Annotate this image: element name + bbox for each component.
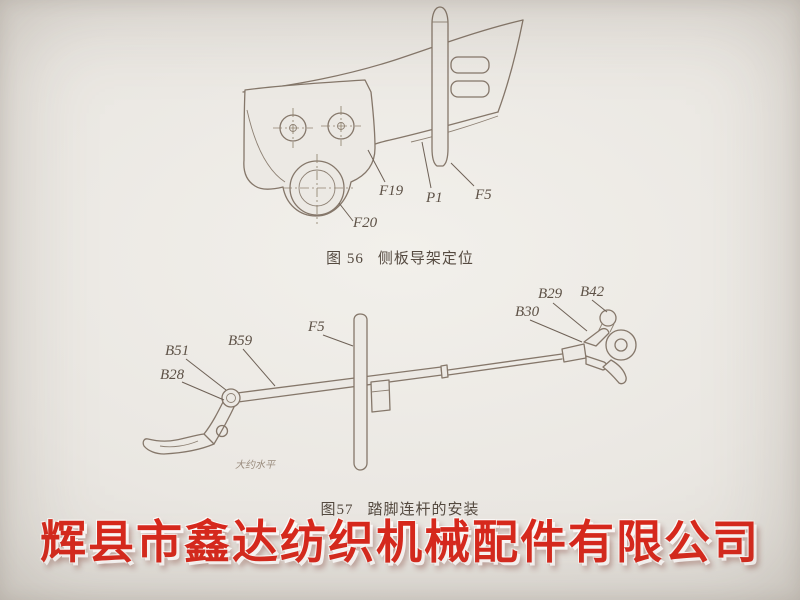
label-f19: F19 (378, 183, 404, 199)
separator-bar-f5-fig57 (353, 313, 368, 471)
figure56-drawing: F19 P1 F5 F20 (242, 6, 524, 231)
label-f5-fig57: F5 (307, 319, 325, 335)
figure57-callouts: B51 B28 B59 F5 B29 B42 B30 大约水平 (160, 284, 608, 471)
company-watermark: 辉县市鑫达纺织机械配件有限公司 (40, 516, 760, 568)
left-joint-shape (221, 388, 241, 408)
label-b29: B29 (538, 286, 563, 302)
clevis-joint-shape (561, 309, 637, 385)
figure57-title: 踏脚连杆的安装 (367, 502, 480, 518)
rod-bracket-shape (370, 379, 391, 413)
boss-hole-f20 (283, 154, 353, 224)
figure56-title: 侧板导架定位 (377, 251, 474, 267)
figure56-caption: 图 56 侧板导架定位 (0, 247, 800, 268)
pedal-shape (142, 399, 236, 455)
fork-tabs-shape (450, 56, 490, 98)
label-p1: P1 (425, 190, 443, 206)
figure56-callouts: F19 P1 F5 F20 (338, 141, 492, 231)
label-f5-fig56: F5 (474, 187, 492, 203)
bolt-hole-left (273, 108, 313, 148)
label-f20: F20 (352, 215, 378, 231)
label-b59: B59 (228, 333, 253, 349)
label-b51: B51 (165, 343, 189, 359)
figure57-number: 图57 (320, 502, 354, 518)
label-b42: B42 (580, 284, 605, 300)
connecting-rod-shape (236, 353, 563, 403)
note-approx-level: 大约水平 (235, 459, 276, 471)
figure57-drawing: B51 B28 B59 F5 B29 B42 B30 大约水平 (142, 284, 637, 471)
figure57-caption: 图57 踏脚连杆的安装 (0, 498, 800, 519)
label-b28: B28 (160, 367, 185, 383)
separator-bar-f5-shape (431, 6, 449, 167)
side-plate-shape (243, 79, 376, 217)
figure56-number: 图 56 (326, 251, 364, 267)
label-b30: B30 (515, 304, 540, 320)
bolt-hole-right (321, 106, 361, 146)
